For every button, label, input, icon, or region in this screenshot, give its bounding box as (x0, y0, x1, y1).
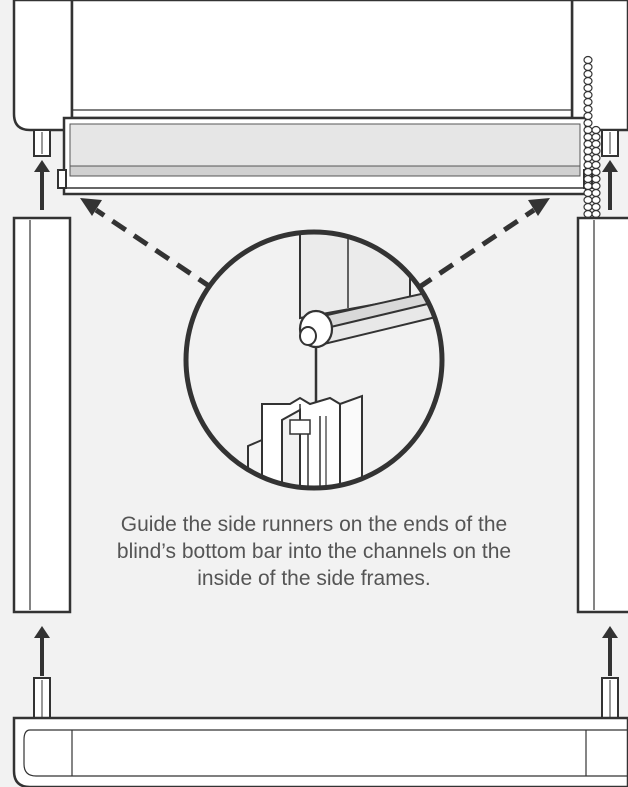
bottom-frame (12, 677, 628, 787)
magnifier-circle-icon (183, 229, 445, 491)
dashed-arrow-icon (80, 198, 550, 291)
right-side-frame (576, 216, 628, 614)
instruction-caption: Guide the side runners on the ends of th… (116, 513, 512, 590)
top-frame-feet (33, 129, 619, 157)
head-rail-cassette (12, 0, 628, 196)
left-side-frame (12, 216, 72, 614)
upward-arrow-icon (34, 160, 618, 676)
